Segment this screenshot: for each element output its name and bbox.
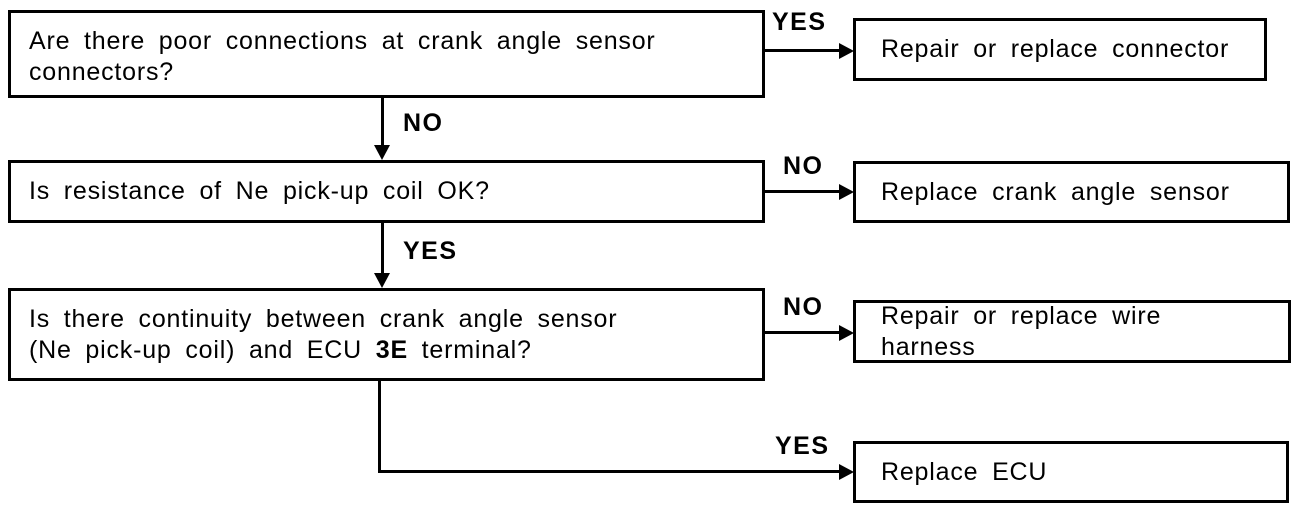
arrowhead-right-icon [839, 43, 854, 59]
connector-q1-yes-line [765, 49, 841, 52]
arrowhead-right-icon [839, 184, 854, 200]
action-box-replace-ecu: Replace ECU [853, 441, 1289, 503]
arrowhead-down-icon [374, 273, 390, 288]
connector-q2-no-line [765, 190, 841, 193]
action-box-repair-wire-harness: Repair or replace wire harness [853, 300, 1291, 363]
connector-q3-yes-vertical-line [378, 381, 381, 473]
question-text-line1: Is there continuity between crank angle … [29, 304, 618, 333]
action-text: Repair or replace connector [881, 35, 1230, 63]
ecu-terminal-3e: 3E [375, 335, 408, 364]
arrowhead-right-icon [839, 325, 854, 341]
arrowhead-right-icon [839, 464, 854, 480]
question-text: Is resistance of Ne pick-up coil OK? [29, 177, 490, 205]
action-box-repair-connector: Repair or replace connector [853, 18, 1267, 81]
edge-label-q1-no: NO [403, 109, 444, 137]
edge-label-q2-yes: YES [403, 237, 458, 265]
question-text-line2-post: terminal? [407, 335, 532, 364]
question-box-continuity-3e: Is there continuity between crank angle … [8, 288, 765, 381]
edge-label-q3-yes: YES [775, 432, 830, 460]
connector-q3-yes-horizontal-line [378, 470, 841, 473]
question-box-ne-coil-resistance: Is resistance of Ne pick-up coil OK? [8, 160, 765, 223]
question-box-poor-connections: Are there poor connections at crank angl… [8, 10, 765, 98]
action-text: Replace ECU [881, 457, 1048, 486]
edge-label-q3-no: NO [783, 293, 824, 321]
connector-q2-yes-line [381, 223, 384, 274]
connector-q3-no-line [765, 331, 841, 334]
edge-label-q1-yes: YES [772, 8, 827, 36]
action-box-replace-crank-angle-sensor: Replace crank angle sensor [853, 161, 1290, 223]
question-text: Are there poor connections at crank angl… [29, 27, 656, 86]
question-text-line2-pre: (Ne pick-up coil) and ECU [29, 335, 376, 364]
arrowhead-down-icon [374, 145, 390, 160]
question-text-line2: (Ne pick-up coil) and ECU 3E terminal? [29, 335, 744, 366]
action-text: Repair or replace wire harness [881, 301, 1162, 361]
action-text: Replace crank angle sensor [881, 177, 1230, 206]
connector-q1-no-line [381, 97, 384, 146]
edge-label-q2-no: NO [783, 152, 824, 180]
